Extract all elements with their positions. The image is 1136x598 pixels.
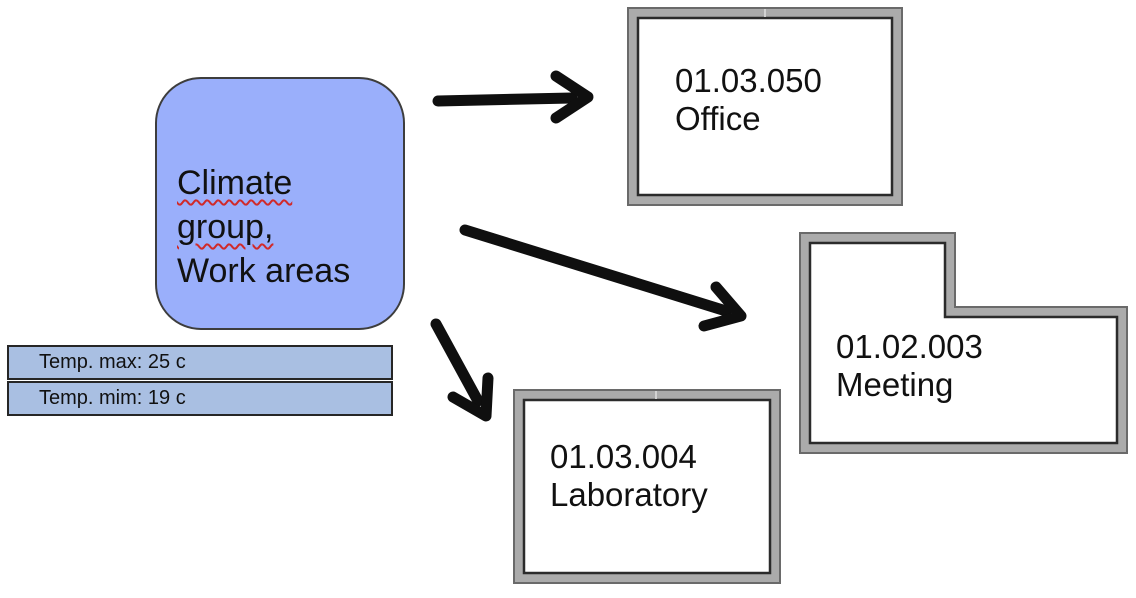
office-room-label: 01.03.050 Office [675,62,822,138]
meeting-room-name: Meeting [836,366,954,403]
office-room-id: 01.03.050 [675,62,822,99]
office-room-name: Office [675,100,761,137]
laboratory-room-id: 01.03.004 [550,438,697,475]
laboratory-room-label: 01.03.004 Laboratory [550,438,708,514]
temperature-table: Temp. max: 25 c Temp. mim: 19 c [7,345,393,416]
room-shape-laboratory[interactable] [513,389,781,584]
node-line-1: Climate [177,164,293,202]
meeting-room-id: 01.02.003 [836,328,983,365]
arrow-to-laboratory [430,318,494,422]
temp-min-row[interactable]: Temp. mim: 19 c [7,381,393,416]
room-shape-office[interactable] [627,7,903,206]
node-line-2: group, [177,208,274,246]
climate-group-label: Climate group, Work areas [177,161,350,293]
climate-group-node[interactable]: Climate group, Work areas [155,77,405,330]
room-shape-meeting[interactable] [799,232,1128,454]
laboratory-room-name: Laboratory [550,476,708,513]
arrow-to-meeting [459,224,747,332]
arrow-to-office [432,70,594,124]
meeting-room-label: 01.02.003 Meeting [836,328,983,404]
node-line-3: Work areas [177,252,351,290]
temp-max-row[interactable]: Temp. max: 25 c [7,345,393,380]
